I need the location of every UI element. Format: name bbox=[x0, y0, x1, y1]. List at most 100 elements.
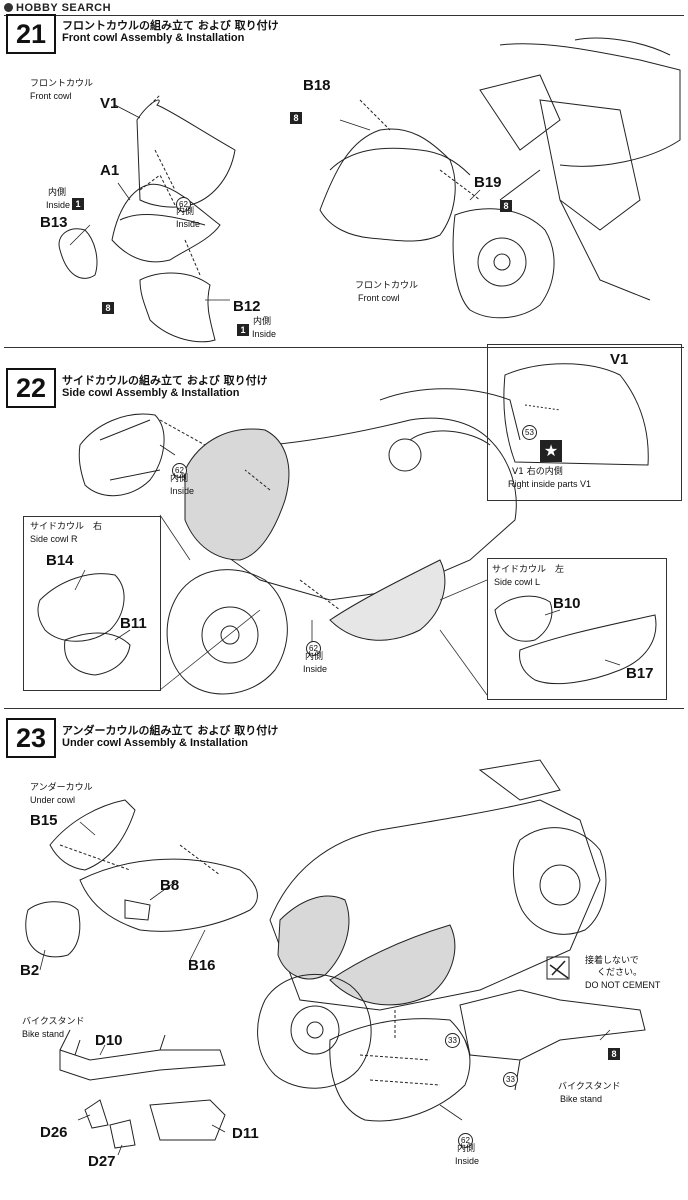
circ-badge-62-b: 62 bbox=[172, 458, 187, 478]
front-wheel-21 bbox=[452, 208, 555, 319]
circ-badge-33-a: 33 bbox=[445, 1028, 460, 1048]
circ-badge-62-a: 62 bbox=[176, 192, 191, 212]
logo-mark-icon bbox=[4, 3, 13, 12]
step-title-en-23: Under cowl Assembly & Installation bbox=[62, 737, 249, 749]
front-wheel-22 bbox=[166, 569, 288, 695]
sq-badge-1-b: 1 bbox=[237, 318, 249, 337]
front-cowl-label-en: Front cowl bbox=[30, 91, 72, 101]
inside-label-en-22b: Inside bbox=[303, 664, 328, 674]
rear-wheel-23 bbox=[512, 827, 607, 935]
divider bbox=[4, 708, 684, 709]
inside-label-en-b12: Inside bbox=[252, 329, 277, 339]
front-cowl-label-jp-2: フロントカウル bbox=[355, 281, 419, 291]
stand-d26 bbox=[84, 1099, 109, 1129]
inset-side-cowl-l-box bbox=[487, 558, 667, 700]
sq-badge-1: 1 bbox=[72, 192, 84, 211]
no-cement-label-en: DO NOT CEMENT bbox=[585, 980, 661, 990]
step-title-jp-23: アンダーカウルの組み立て および 取り付け bbox=[62, 724, 279, 737]
front-cowl-installed bbox=[319, 128, 456, 242]
inside-label-jp-a1: 内側 bbox=[176, 207, 195, 217]
part-b14: B14 bbox=[46, 552, 74, 569]
inset-v1-label-en: Right inside parts V1 bbox=[508, 479, 592, 489]
part-b19: B19 bbox=[474, 174, 502, 191]
sq-badge-8-a: 8 bbox=[102, 296, 114, 315]
star-icon: ★ bbox=[540, 440, 562, 462]
under-cowl-b15 bbox=[49, 799, 136, 871]
inset-v1-label-jp: V1 右の内側 bbox=[512, 467, 563, 477]
no-cement-label-jp-2: ください。 bbox=[597, 968, 643, 978]
side-cowl-l-b10 bbox=[494, 595, 553, 642]
step-title-jp-22: サイドカウルの組み立て および 取り付け bbox=[62, 374, 268, 387]
stand-d10 bbox=[59, 1049, 226, 1081]
part-b16: B16 bbox=[188, 957, 216, 974]
no-cement-label-jp-1: 接着しないで bbox=[585, 956, 639, 966]
circ-badge-62-c: 62 bbox=[306, 636, 321, 656]
rear-stand-installed bbox=[459, 989, 646, 1061]
front-wheel-23 bbox=[257, 973, 372, 1089]
divider bbox=[4, 347, 684, 348]
part-b10: B10 bbox=[553, 595, 581, 612]
logo: HOBBY SEARCH bbox=[4, 2, 111, 14]
upper-cowl-shaded-23 bbox=[277, 895, 350, 980]
stand-d27 bbox=[109, 1119, 136, 1149]
divider bbox=[4, 15, 684, 16]
under-cowl-label-en: Under cowl bbox=[30, 795, 76, 805]
no-cement-icon-frame bbox=[546, 956, 570, 980]
part-b17: B17 bbox=[626, 665, 654, 682]
sq-badge-8-d: 8 bbox=[608, 1042, 620, 1061]
under-cowl-installed bbox=[329, 1018, 471, 1122]
inside-label-jp-23: 内側 bbox=[457, 1144, 476, 1154]
inside-label-jp-22a: 内側 bbox=[170, 474, 189, 484]
part-d26: D26 bbox=[40, 1124, 68, 1141]
part-b12: B12 bbox=[233, 298, 261, 315]
inset-v1-box bbox=[487, 344, 682, 501]
circ-badge-53: 53 bbox=[522, 420, 537, 440]
part-d27: D27 bbox=[88, 1153, 116, 1170]
side-cowl-r-b11 bbox=[64, 632, 131, 676]
front-cowl-label-en-2: Front cowl bbox=[358, 293, 400, 303]
under-cowl-b8 bbox=[124, 899, 151, 921]
side-cowl-l-label-en: Side cowl L bbox=[494, 577, 541, 587]
part-b15: B15 bbox=[30, 812, 58, 829]
part-d11: D11 bbox=[232, 1125, 259, 1142]
part-b2: B2 bbox=[20, 962, 40, 979]
step-number-22: 22 bbox=[6, 368, 56, 408]
b12-part bbox=[139, 272, 216, 343]
sq-badge-8-c: 8 bbox=[500, 194, 512, 213]
inside-label-jp-22b: 内側 bbox=[305, 652, 324, 662]
step-title-en-21: Front cowl Assembly & Installation bbox=[62, 32, 245, 44]
front-cowl-label-jp: フロントカウル bbox=[30, 79, 94, 89]
bike-stand-label-en-2: Bike stand bbox=[560, 1094, 603, 1104]
stand-d11 bbox=[149, 1099, 226, 1141]
part-d10: D10 bbox=[95, 1032, 123, 1049]
b13-part bbox=[58, 228, 98, 279]
under-cowl-b16 bbox=[79, 858, 258, 932]
inside-label-jp-b12: 内側 bbox=[253, 317, 272, 327]
v1-windscreen bbox=[136, 99, 236, 208]
part-v1: V1 bbox=[100, 95, 119, 112]
step-title-jp-21: フロントカウルの組み立て および 取り付け bbox=[62, 19, 279, 32]
step-number-23: 23 bbox=[6, 718, 56, 758]
part-b13: B13 bbox=[40, 214, 68, 231]
under-cowl-b2 bbox=[25, 901, 81, 958]
inside-label-en-b13: Inside bbox=[46, 200, 71, 210]
side-cowl-r-label-en: Side cowl R bbox=[30, 534, 78, 544]
step-title-en-22: Side cowl Assembly & Installation bbox=[62, 387, 240, 399]
side-cowl-l-label-jp: サイドカウル 左 bbox=[492, 565, 565, 575]
part-b11: B11 bbox=[120, 615, 147, 632]
inside-label-en-22a: Inside bbox=[170, 486, 195, 496]
circ-badge-62-d: 62 bbox=[458, 1128, 473, 1148]
bike-stand-label-jp-2: バイクスタンド bbox=[558, 1082, 621, 1092]
inside-label-en-a1: Inside bbox=[176, 219, 201, 229]
part-a1: A1 bbox=[100, 162, 120, 179]
side-cowl-r-label-jp: サイドカウル 右 bbox=[30, 522, 103, 532]
part-b8: B8 bbox=[160, 877, 180, 894]
logo-text: HOBBY SEARCH bbox=[16, 2, 112, 14]
inset-side-cowl-r-box bbox=[23, 516, 161, 691]
part-b18: B18 bbox=[303, 77, 331, 94]
side-cowl-r-b14 bbox=[37, 573, 125, 642]
inside-label-en-23: Inside bbox=[455, 1156, 480, 1166]
inside-label-jp-b13: 内側 bbox=[48, 188, 67, 198]
circ-badge-33-b: 33 bbox=[503, 1067, 518, 1087]
